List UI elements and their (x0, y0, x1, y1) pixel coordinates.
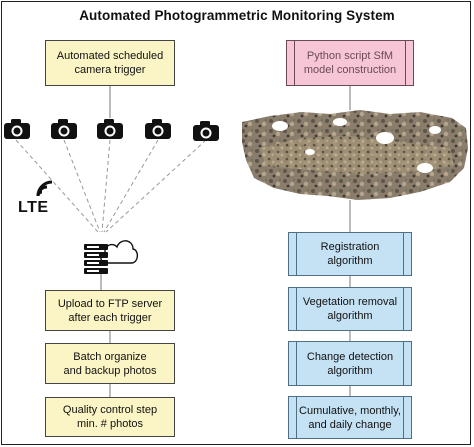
vegetation-removal-box: Vegetation removal algorithm (288, 287, 412, 331)
change-detection-box: Change detection algorithm (288, 341, 412, 386)
quality-control-box: Quality control step min. # photos (45, 397, 175, 437)
camera-icon (4, 119, 30, 139)
registration-box: Registration algorithm (288, 232, 412, 276)
camera-icon (193, 121, 219, 141)
camera-icon (97, 119, 123, 139)
camera-icon (145, 119, 171, 139)
camera-trigger-box: Automated scheduled camera trigger (45, 40, 175, 86)
sfm-script-box: Python script SfM model construction (286, 40, 414, 86)
batch-organize-box: Batch organize and backup photos (45, 343, 175, 384)
server-icon (84, 244, 108, 274)
lte-label: LTE (18, 199, 49, 216)
diagram-title: Automated Photogrammetric Monitoring Sys… (79, 8, 395, 23)
point-cloud-model-image (242, 110, 468, 200)
cumulative-change-box: Cumulative, monthly, and daily change (288, 396, 412, 439)
wifi-signal-icon (36, 180, 53, 197)
camera-icon (51, 119, 77, 139)
cloud-icon (100, 240, 139, 264)
ftp-upload-box: Upload to FTP server after each trigger (45, 290, 175, 331)
